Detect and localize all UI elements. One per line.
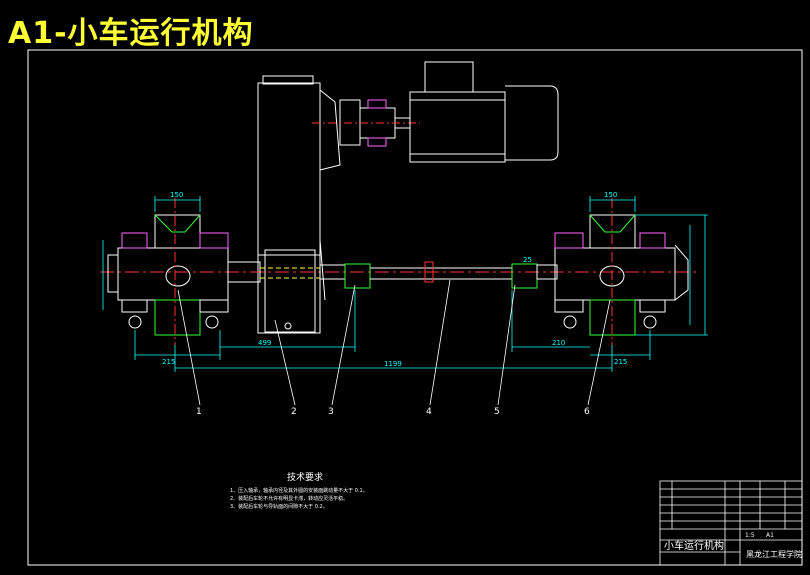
tech-requirement-2: 2、装配后车轮不允许有明显卡滞，转动应灵活平稳。 [230,495,348,502]
title-block [659,480,803,566]
dim-499: 499 [258,339,271,347]
dim-150-right: 150 [604,191,617,199]
gearbox-reducer [257,75,341,334]
right-wheel-assembly [554,214,689,336]
title-block-sheet: A1 [766,532,774,539]
title-block-scale: 1:5 [745,532,755,539]
sheet-border [27,49,803,566]
tech-requirements-heading: 技术要求 [287,471,323,483]
left-wheel-assembly [107,214,229,336]
part-number-1: 1 [196,407,202,417]
tech-requirement-3: 3、装配后车轮与导轨面的间隙不大于 0.2。 [230,503,328,510]
tech-requirement-1: 1、压入轴承，轴承内径及其外圆的安装面跳动量不大于 0.1。 [230,487,368,494]
dimension-lines [102,196,708,372]
dim-1199: 1199 [384,360,402,368]
dim-210: 210 [552,339,565,347]
part-number-4: 4 [426,407,432,417]
dim-150-left: 150 [170,191,183,199]
part-number-5: 5 [494,407,500,417]
title-block-school: 黑龙江工程学院 [746,549,802,559]
part-leaders [177,279,611,406]
electric-motor [409,61,559,163]
dim-215-left: 215 [162,358,175,366]
part-number-6: 6 [584,407,590,417]
dim-215-right: 215 [614,358,627,366]
title-block-drawing-name: 小车运行机构 [664,539,724,552]
dim-25: 25 [523,256,532,264]
transmission-shaft [227,261,558,289]
part-number-2: 2 [291,407,297,417]
part-number-3: 3 [328,407,334,417]
drawing-title: A1-小车运行机构 [8,16,254,51]
